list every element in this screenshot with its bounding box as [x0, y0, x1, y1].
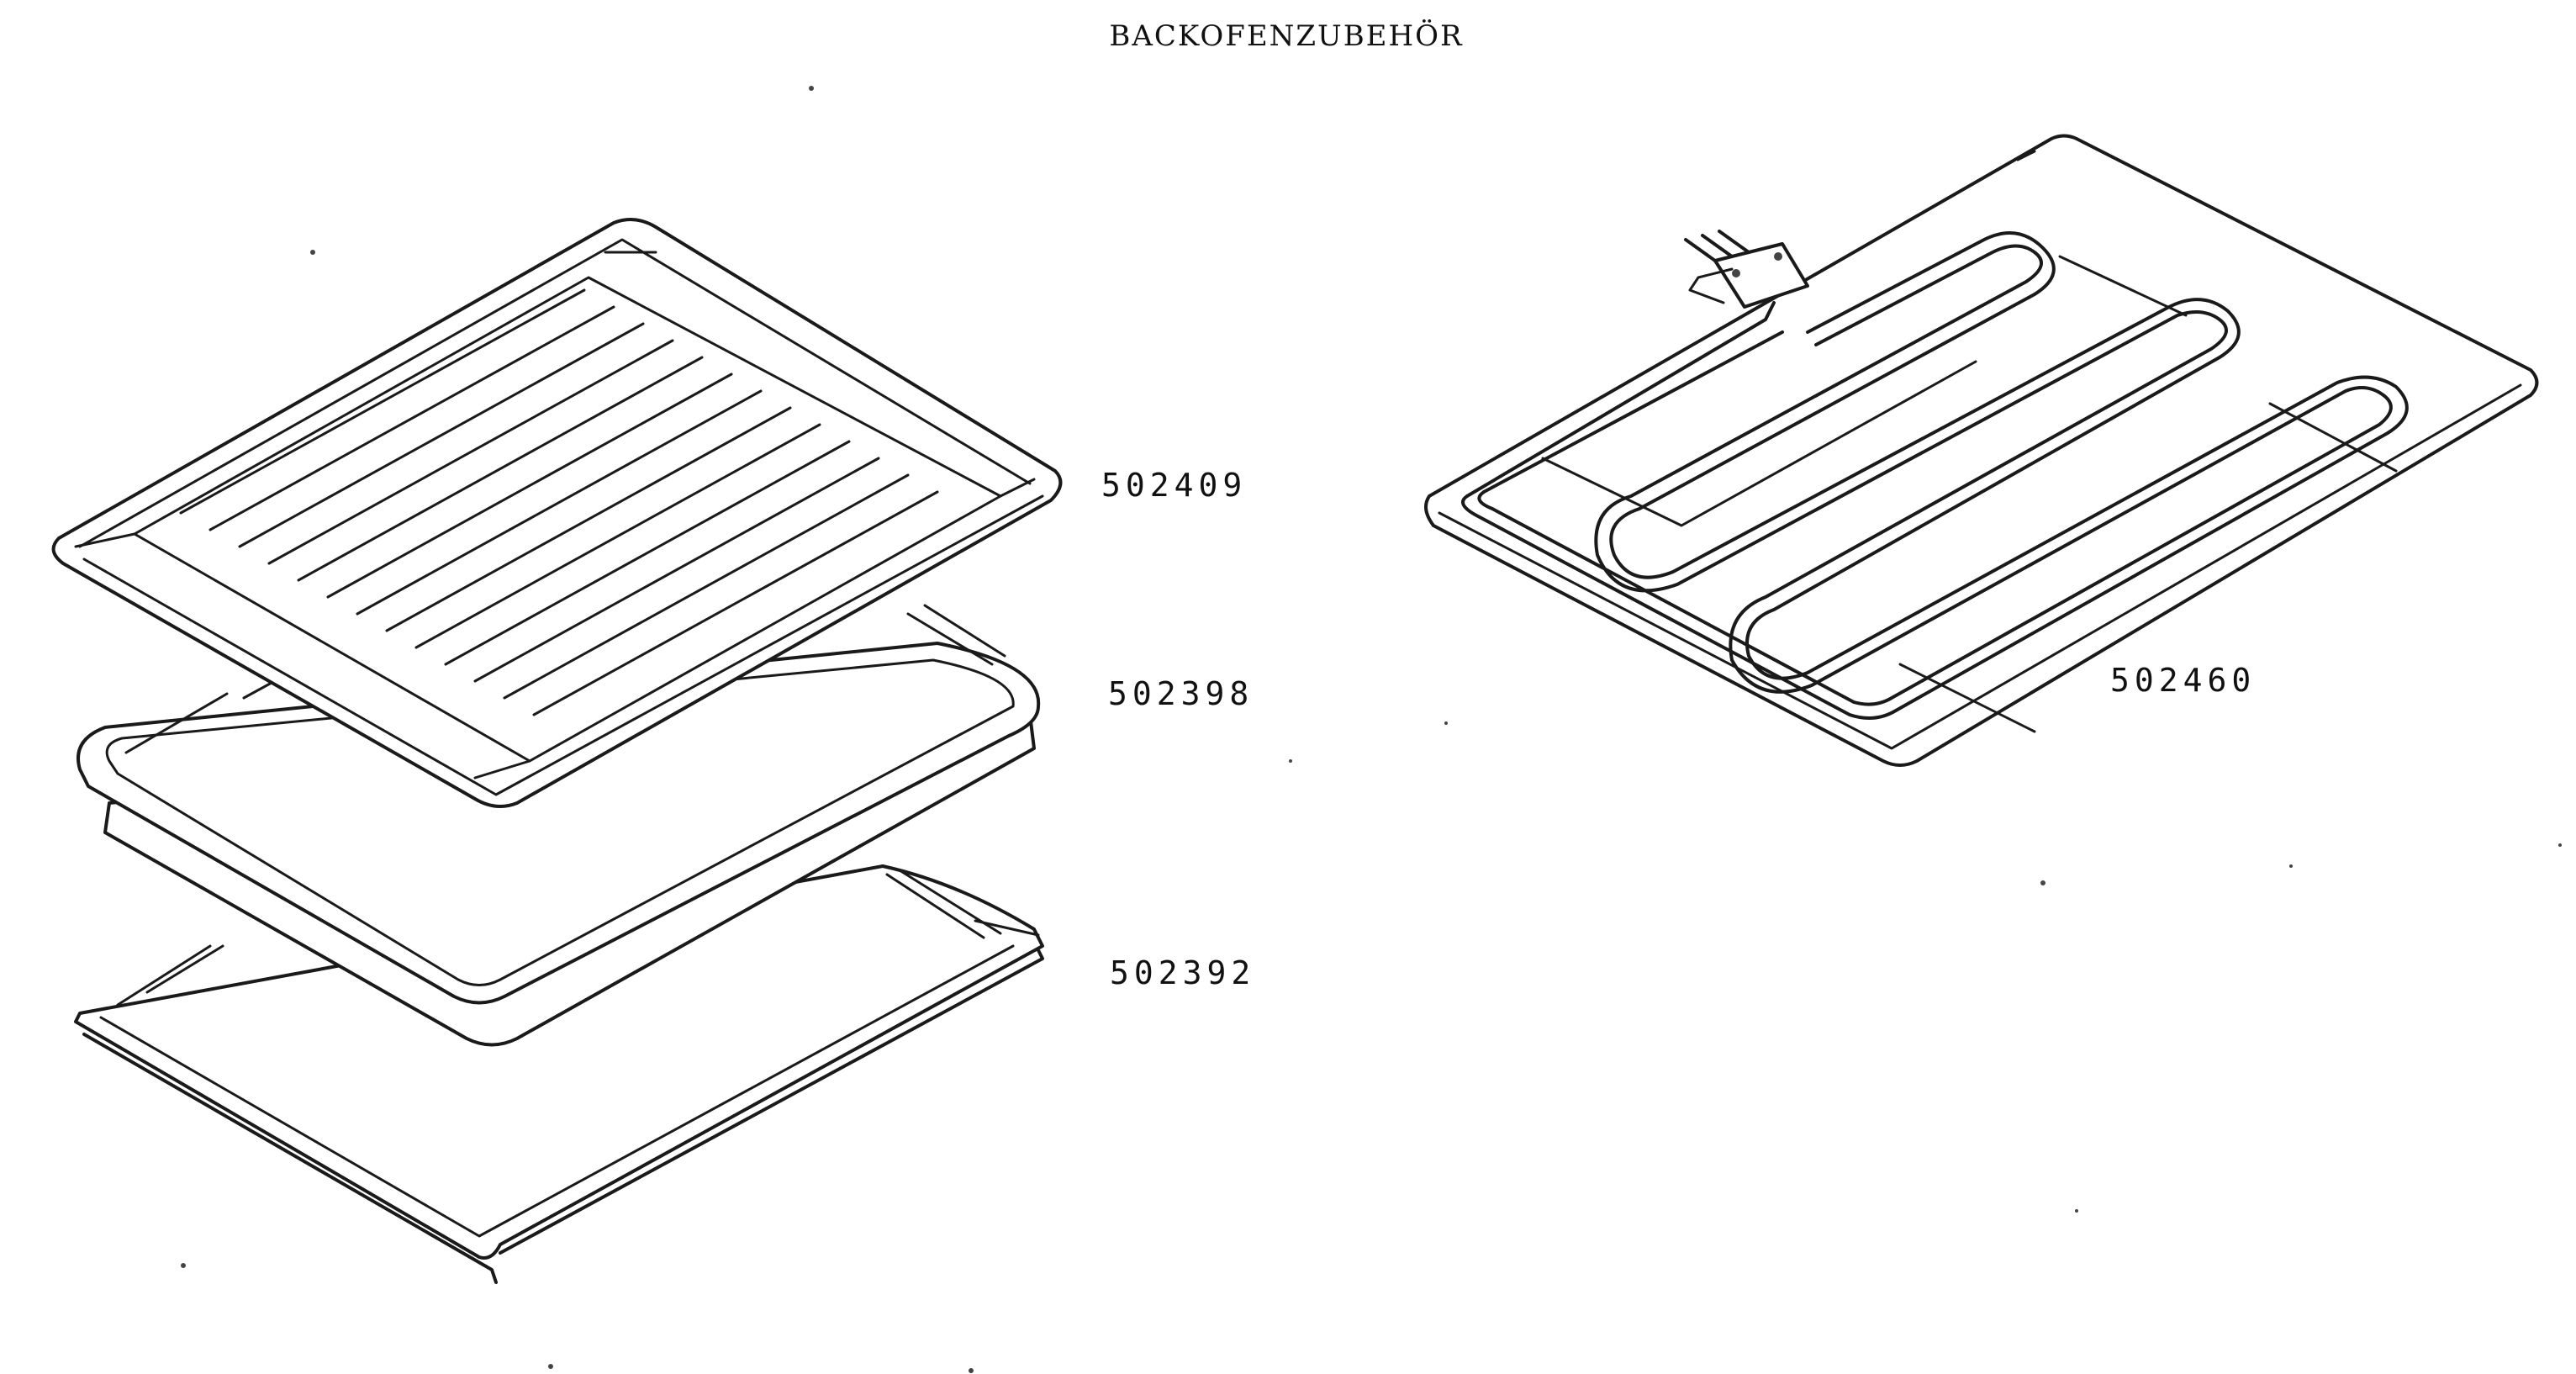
- baking-tray-drawing: [74, 864, 1044, 1284]
- heating-element-drawing: [1424, 134, 2539, 767]
- grill-rack-drawing: [51, 218, 1063, 808]
- part-number-502398: 502398: [1108, 675, 1254, 712]
- scan-specks: [181, 86, 2562, 1373]
- part-number-502392: 502392: [1110, 954, 1255, 991]
- part-number-502409: 502409: [1101, 467, 1247, 504]
- part-number-502460: 502460: [2110, 662, 2256, 699]
- baking-pan-drawing: [77, 604, 1041, 1047]
- diagram-title: BACKOFENZUBEHÖR: [1109, 18, 1463, 53]
